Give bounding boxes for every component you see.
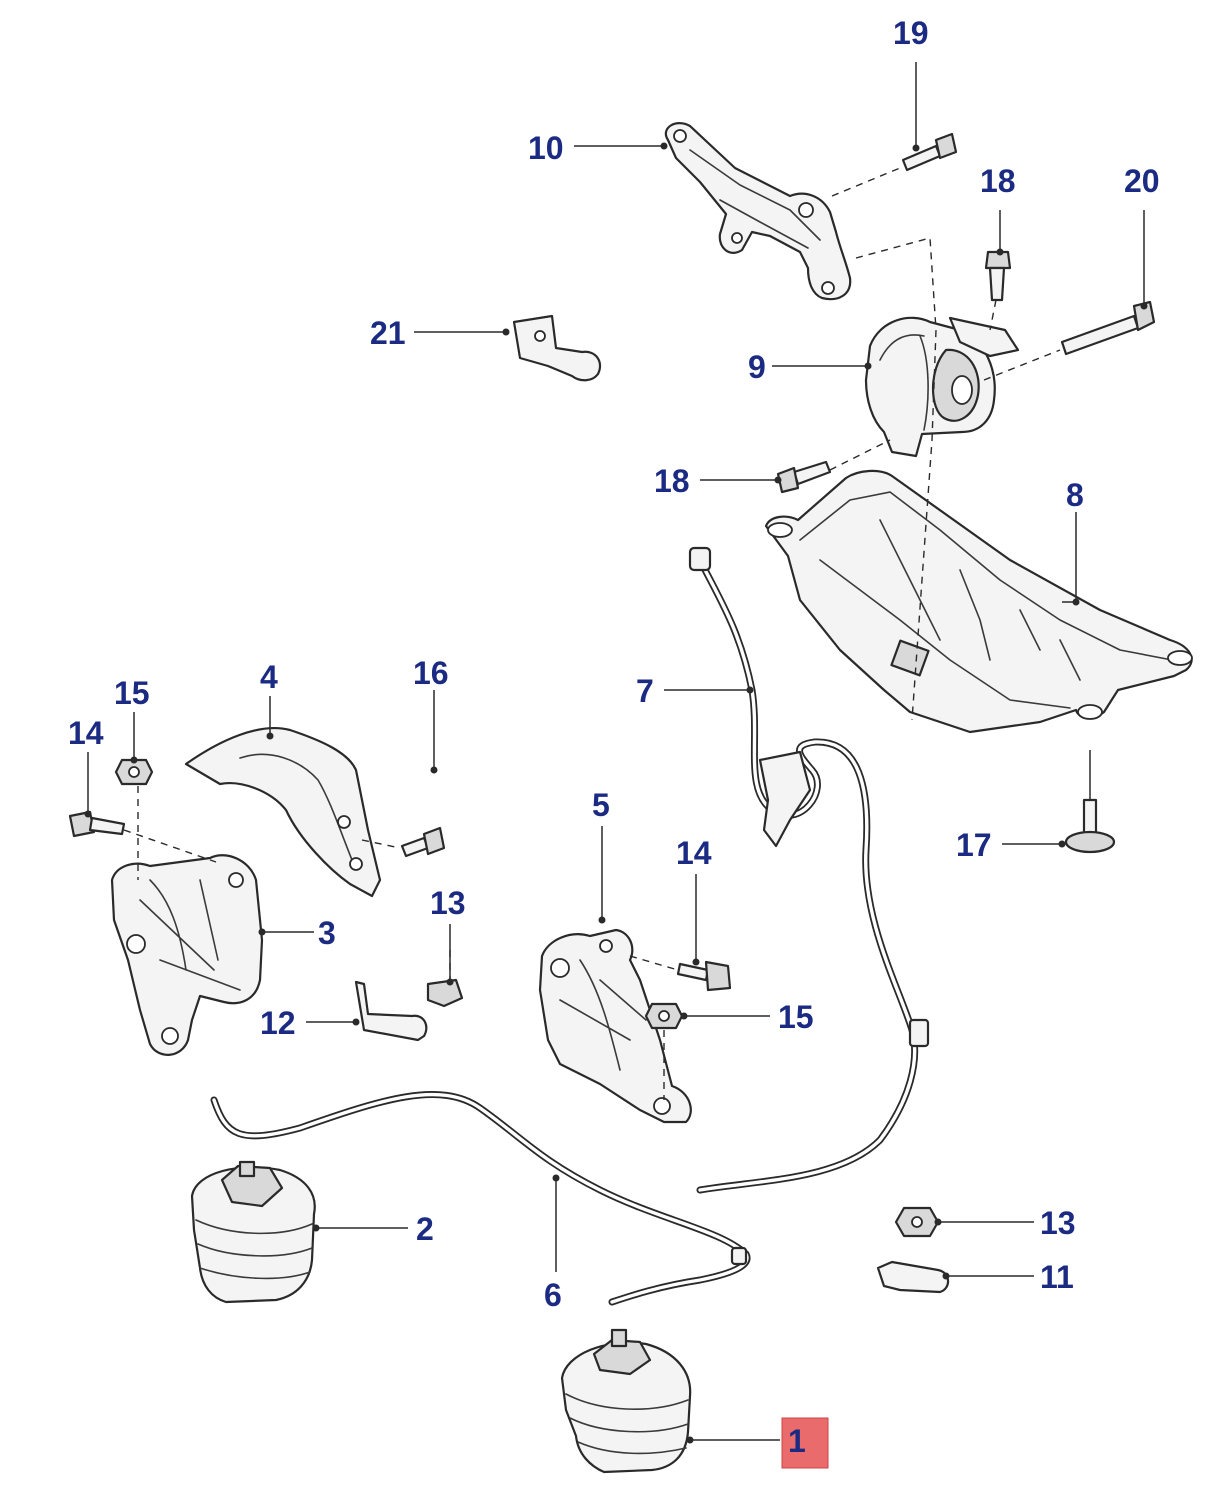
callout-12[interactable]: 12: [260, 1005, 296, 1041]
part-18-bolt-upper: [984, 250, 1012, 302]
callout-14[interactable]: 14: [676, 835, 712, 871]
part-4-heat-shield: [184, 726, 382, 898]
callout-5[interactable]: 5: [592, 787, 610, 823]
part-13-clip-upper: [426, 978, 464, 1008]
callout-21[interactable]: 21: [370, 315, 406, 351]
callout-10[interactable]: 10: [528, 130, 564, 166]
callout-20[interactable]: 20: [1124, 163, 1160, 199]
callout-16[interactable]: 16: [413, 655, 449, 691]
part-1-hydraulic-mount: [560, 1328, 692, 1474]
part-6-hose: [210, 1091, 751, 1306]
callout-11[interactable]: 11: [1040, 1259, 1074, 1295]
part-12-clip: [354, 980, 428, 1042]
part-8-crossmember: [764, 469, 1193, 734]
callout-2[interactable]: 2: [416, 1211, 434, 1247]
callout-14[interactable]: 14: [68, 715, 104, 751]
callout-4[interactable]: 4: [260, 659, 278, 695]
part-14-bolt-middle: [676, 960, 732, 992]
part-18-bolt-lower: [776, 460, 832, 494]
callout-7[interactable]: 7: [636, 673, 654, 709]
callout-18[interactable]: 18: [654, 463, 690, 499]
callout-17[interactable]: 17: [956, 827, 992, 863]
callout-8[interactable]: 8: [1066, 477, 1084, 513]
callout-19[interactable]: 19: [893, 15, 929, 51]
callout-6[interactable]: 6: [544, 1277, 562, 1313]
callout-15[interactable]: 15: [114, 675, 150, 711]
part-19-bolt: [901, 132, 958, 172]
part-10-upper-bracket: [664, 122, 852, 301]
part-13-nut-lower: [894, 1206, 940, 1238]
part-15-nut-upper: [114, 758, 154, 786]
part-3-bracket: [110, 854, 264, 1056]
part-5-bracket: [538, 928, 692, 1124]
callout-13[interactable]: 13: [1040, 1205, 1076, 1241]
part-7-cable: [688, 546, 930, 1194]
part-9-mount: [864, 316, 1020, 458]
part-15-nut-middle: [644, 1002, 684, 1030]
callout-18[interactable]: 18: [980, 163, 1016, 199]
callout-9[interactable]: 9: [748, 349, 766, 385]
part-14-bolt-upper: [68, 810, 126, 838]
callout-13[interactable]: 13: [430, 885, 466, 921]
part-16-bolt: [400, 826, 446, 858]
callout-1[interactable]: 1: [788, 1423, 806, 1459]
part-17-bolt: [1064, 798, 1116, 854]
callout-3[interactable]: 3: [318, 915, 336, 951]
highlight-box-callout-1: [781, 1417, 829, 1469]
leader-lines: [84, 62, 1148, 1444]
part-2-hydraulic-mount: [190, 1160, 316, 1304]
part-11-clip: [876, 1260, 950, 1294]
callout-15[interactable]: 15: [778, 999, 814, 1035]
part-21-small-bracket: [512, 314, 602, 382]
part-20-long-bolt: [1060, 300, 1156, 356]
callouts: 19 10 18 20 21 9 18 8 7 4 16 15 14 3 5 1…: [68, 15, 1160, 1459]
